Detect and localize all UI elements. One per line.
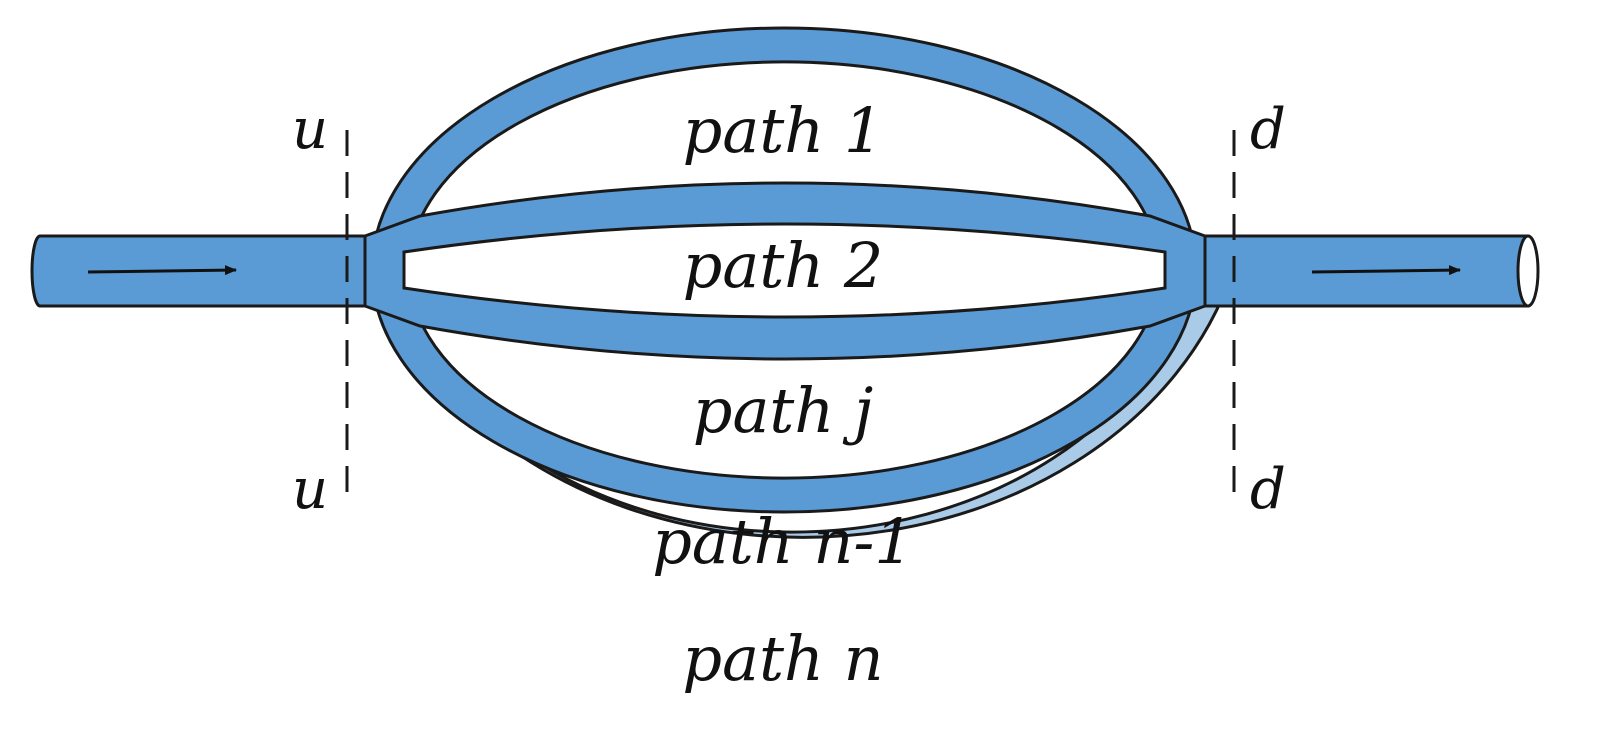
downstream-label-top: d xyxy=(1250,97,1286,162)
path-2-opening xyxy=(402,222,1167,319)
inlet-pipe xyxy=(30,234,382,308)
path-n-label: path n xyxy=(682,622,883,695)
path-j-label: path j xyxy=(693,374,873,447)
downstream-label-bottom: d xyxy=(1250,457,1286,522)
path-1-label: path 1 xyxy=(683,94,884,167)
upstream-label-top: u xyxy=(292,97,328,162)
path-2-label: path 2 xyxy=(683,229,884,302)
path-n-minus-1-label: path n-1 xyxy=(652,505,914,578)
path-2-tubes xyxy=(363,181,1207,361)
outlet-flow-arrow xyxy=(1311,265,1461,276)
inlet-flow-arrow xyxy=(87,265,237,276)
outlet-pipe xyxy=(1184,234,1540,308)
outlet-pipe-opening xyxy=(1516,234,1540,308)
upstream-label-bottom: u xyxy=(292,457,328,522)
